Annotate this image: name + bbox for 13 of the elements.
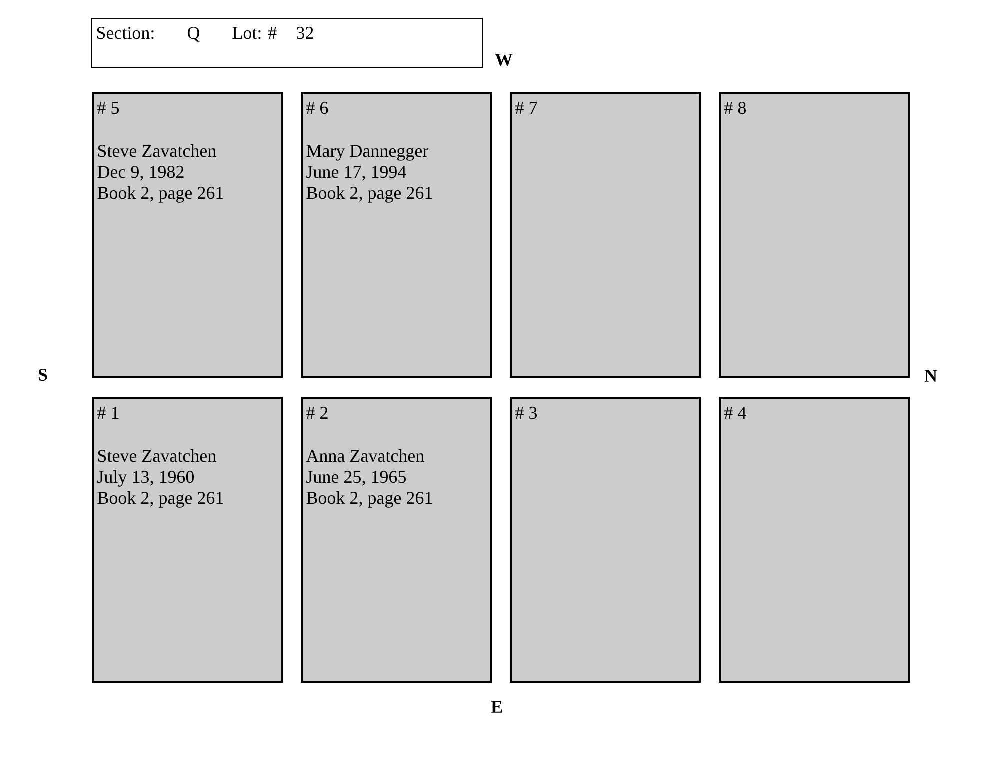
plot-box: # 1 Steve Zavatchen July 13, 1960 Book 2, page 261 — [92, 397, 283, 683]
header-box: Section: Q Lot: # 32 — [91, 18, 483, 68]
plot-box: # 8 — [719, 92, 910, 378]
plot-box: # 4 — [719, 397, 910, 683]
compass-letter: W — [495, 54, 513, 66]
compass-letter: S — [38, 368, 48, 382]
plot-box: # 2 Anna Zavatchen June 25, 1965 Book 2, page 261 — [301, 397, 492, 683]
compass-letter: E — [491, 701, 502, 713]
plot-box: # 6 Mary Dannegger June 17, 1994 Book 2, page 261 — [301, 92, 492, 378]
plot-box: # 7 — [510, 92, 701, 378]
plot-box: # 3 — [510, 397, 701, 683]
plot-box: # 5 Steve Zavatchen Dec 9, 1982 Book 2, page 261 — [92, 92, 283, 378]
compass-letter: N — [924, 370, 938, 382]
